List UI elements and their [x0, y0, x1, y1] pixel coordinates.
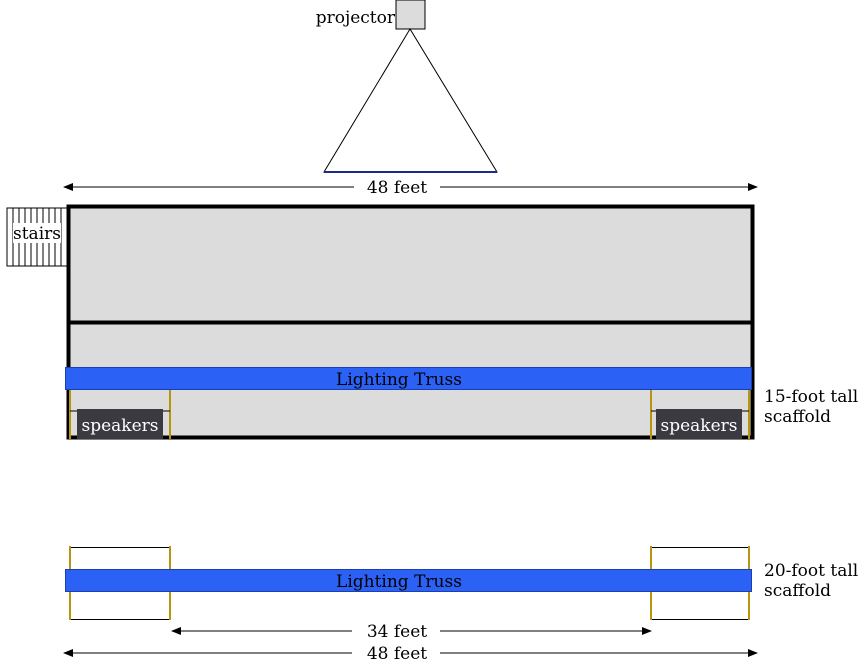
speakers-left: [77, 409, 163, 439]
scaffold-15-label-line1: 15-foot tall: [764, 387, 858, 407]
projector-label: projector: [316, 8, 396, 28]
stairs-label: stairs: [13, 224, 61, 244]
lighting-truss-bottom-label: Lighting Truss: [336, 572, 462, 592]
upper-stage-platform: [66, 204, 755, 325]
dimension-label-inner: 34 feet: [367, 622, 427, 642]
speakers-right-label: speakers: [660, 416, 737, 436]
scaffold-20-label-line1: 20-foot tall: [764, 561, 858, 581]
dimension-label-bottom: 48 feet: [367, 644, 427, 664]
stairs-label-bg: [13, 223, 61, 243]
lighting-truss-top: [65, 367, 752, 390]
projector-box: [395, 0, 426, 30]
scaffold-15-label-line2: scaffold: [764, 407, 831, 427]
dimension-label-top: 48 feet: [367, 178, 427, 198]
lighting-truss-top-label: Lighting Truss: [336, 370, 462, 390]
projection-beam: [323, 28, 498, 173]
lighting-truss-bottom: [65, 569, 752, 592]
speakers-right: [656, 409, 742, 439]
scaffold-20-label-line2: scaffold: [764, 581, 831, 601]
speakers-left-label: speakers: [81, 416, 158, 436]
